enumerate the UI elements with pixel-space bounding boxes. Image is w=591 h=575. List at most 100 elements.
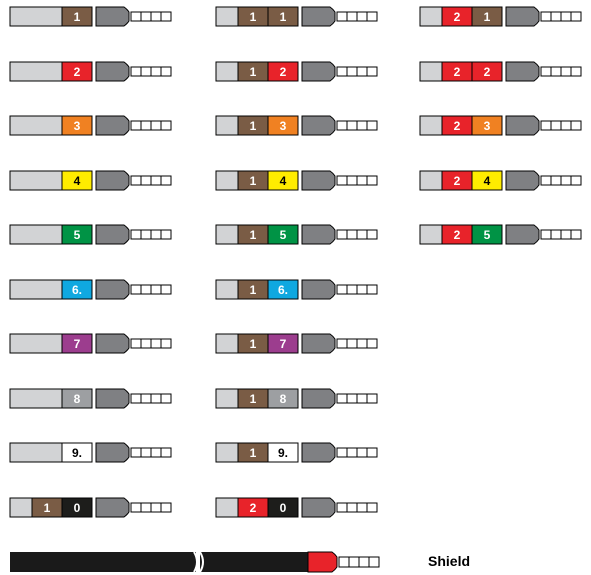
conductor-segment	[339, 557, 349, 567]
band-number: 1	[250, 446, 257, 460]
conductor-segment	[161, 503, 171, 512]
conductor-segment	[161, 12, 171, 21]
conductor-segment	[161, 67, 171, 76]
conductor-segment	[357, 394, 367, 403]
boot	[302, 280, 335, 299]
band-number: 1	[250, 174, 257, 188]
conductor-segment	[357, 121, 367, 130]
wire-sleeve	[10, 171, 62, 190]
conductor-segment	[357, 67, 367, 76]
conductor-segment	[561, 121, 571, 130]
band-number: 3	[280, 119, 287, 133]
wire-sleeve	[10, 62, 62, 81]
conductor-segment	[151, 285, 161, 294]
conductor-segment	[551, 121, 561, 130]
conductor-segment	[337, 394, 347, 403]
shield-cable	[10, 552, 196, 572]
wire-sleeve	[216, 62, 238, 81]
conductor-segment	[367, 503, 377, 512]
conductor-segment	[347, 12, 357, 21]
band-number: 9.	[278, 446, 288, 460]
conductor-segment	[571, 121, 581, 130]
shield-label: Shield	[428, 553, 470, 569]
conductor-segment	[541, 12, 551, 21]
conductor-segment	[561, 12, 571, 21]
conductor-segment	[367, 67, 377, 76]
band-number: 3	[74, 119, 81, 133]
wire-sleeve	[216, 334, 238, 353]
conductor-segment	[161, 339, 171, 348]
conductor-segment	[357, 503, 367, 512]
conductor-segment	[161, 285, 171, 294]
band-number: 2	[454, 65, 461, 79]
conductor-segment	[161, 448, 171, 457]
boot	[302, 171, 335, 190]
conductor-segment	[367, 121, 377, 130]
conductor-segment	[541, 67, 551, 76]
conductor-segment	[337, 176, 347, 185]
conductor-segment	[369, 557, 379, 567]
band-number: 9.	[72, 446, 82, 460]
band-number: 1	[250, 228, 257, 242]
conductor-segment	[131, 448, 141, 457]
boot	[302, 443, 335, 462]
conductor-segment	[141, 12, 151, 21]
band-number: 4	[484, 174, 491, 188]
boot	[96, 334, 129, 353]
conductor-segment	[131, 285, 141, 294]
boot	[506, 116, 539, 135]
wire-sleeve	[10, 116, 62, 135]
wire-sleeve	[420, 62, 442, 81]
boot	[96, 116, 129, 135]
band-number: 5	[280, 228, 287, 242]
band-number: 2	[454, 228, 461, 242]
band-number: 2	[280, 65, 287, 79]
wire-marker: 4	[10, 171, 171, 190]
wire-marker: 21	[420, 7, 581, 26]
conductor-segment	[367, 230, 377, 239]
boot	[96, 280, 129, 299]
boot	[302, 334, 335, 353]
conductor-segment	[367, 448, 377, 457]
wire-marker: 10	[10, 498, 171, 517]
wire-marker: 3	[10, 116, 171, 135]
wire-marker: 2	[10, 62, 171, 81]
wire-sleeve	[216, 225, 238, 244]
band-number: 1	[484, 10, 491, 24]
wire-marker: 9.	[10, 443, 171, 462]
wire-marker: 1	[10, 7, 171, 26]
conductor-segment	[337, 503, 347, 512]
conductor-segment	[131, 67, 141, 76]
band-number: 6.	[278, 283, 288, 297]
band-number: 5	[484, 228, 491, 242]
conductor-segment	[131, 339, 141, 348]
conductor-segment	[141, 67, 151, 76]
wire-marker: 25	[420, 225, 581, 244]
conductor-segment	[561, 67, 571, 76]
conductor-segment	[151, 12, 161, 21]
wire-sleeve	[10, 225, 62, 244]
conductor-segment	[151, 448, 161, 457]
boot	[96, 389, 129, 408]
conductor-segment	[151, 339, 161, 348]
band-number: 2	[454, 119, 461, 133]
conductor-segment	[561, 176, 571, 185]
conductor-segment	[151, 394, 161, 403]
boot	[96, 62, 129, 81]
conductor-segment	[541, 230, 551, 239]
conductor-segment	[349, 557, 359, 567]
wire-marker: 12	[216, 62, 377, 81]
conductor-segment	[347, 503, 357, 512]
wire-sleeve	[420, 171, 442, 190]
wire-sleeve	[420, 116, 442, 135]
band-number: 2	[454, 174, 461, 188]
conductor-segment	[151, 230, 161, 239]
conductor-segment	[131, 503, 141, 512]
conductor-segment	[367, 285, 377, 294]
conductor-segment	[359, 557, 369, 567]
conductor-segment	[551, 67, 561, 76]
conductor-segment	[141, 285, 151, 294]
conductor-segment	[337, 12, 347, 21]
conductor-segment	[131, 12, 141, 21]
band-number: 1	[44, 501, 51, 515]
